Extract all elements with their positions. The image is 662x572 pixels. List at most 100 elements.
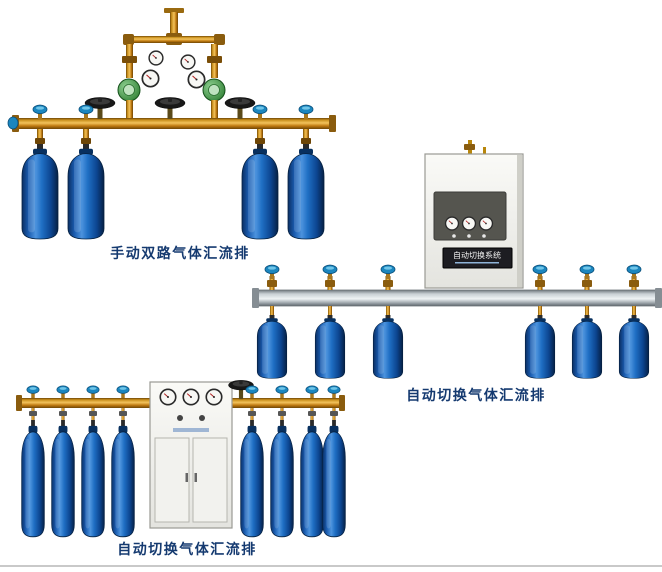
- cylinder-valve-cap: [78, 104, 94, 119]
- control-cabinet: 自动切换系统: [424, 153, 524, 289]
- gas-cylinder: [21, 144, 59, 240]
- cylinder-unit: [571, 264, 603, 379]
- gas-cylinder: [618, 315, 650, 379]
- cabinet-door-left: [154, 437, 190, 523]
- gas-cylinder: [524, 315, 556, 379]
- handwheel-valve: [154, 97, 186, 120]
- cylinder-valve-cap: [264, 264, 280, 279]
- cabinet-panel: [433, 191, 507, 241]
- gas-cylinder: [314, 315, 346, 379]
- cylinder-unit: [314, 264, 346, 379]
- gas-cylinder: [372, 315, 404, 379]
- cylinder-valve-cap: [32, 104, 48, 119]
- cylinder-valve-cap: [252, 104, 268, 119]
- caption-auto-switch-manifold: 自动切换气体汇流排: [406, 388, 546, 404]
- cylinder-unit: [372, 264, 404, 379]
- cylinder-unit: [618, 264, 650, 379]
- cylinder-valve-cap: [380, 264, 396, 279]
- cylinder-valve-cap: [322, 264, 338, 279]
- pressure-gauge: [478, 216, 494, 231]
- right-elbow: [214, 34, 225, 45]
- pressure-gauge: [205, 388, 223, 406]
- cabinet-door-right: [192, 437, 228, 523]
- cylinder-unit: [50, 385, 76, 538]
- cylinder-valve-cap: [26, 385, 40, 398]
- cylinder-unit: [241, 104, 279, 240]
- cylinder-unit: [239, 385, 265, 538]
- gas-cylinder: [110, 420, 136, 538]
- cylinder-valve-cap: [245, 385, 259, 398]
- outlet-flange: [164, 8, 184, 13]
- pipe-end-cap-right: [329, 115, 336, 132]
- pressure-regulator: [117, 78, 141, 102]
- caption-auto-switch-manifold-2: 自动切换气体汇流排: [117, 542, 257, 558]
- door-handle: [194, 473, 197, 482]
- cylinder-unit: [80, 385, 106, 538]
- cylinder-valve-cap: [305, 385, 319, 398]
- gas-cylinder: [239, 420, 265, 538]
- handwheel-valve: [224, 97, 256, 120]
- rail-end-cap-left: [252, 288, 259, 308]
- gas-cylinder: [299, 420, 325, 538]
- main-manifold-pipe: [16, 118, 332, 129]
- cabinet-sublabel-line: [455, 262, 499, 264]
- cabinet-top-valve: [464, 144, 475, 150]
- cylinder-valve-cap: [116, 385, 130, 398]
- cabinet-label-strip: [173, 428, 209, 432]
- gas-cylinder: [571, 315, 603, 379]
- gas-cylinder: [20, 420, 46, 538]
- cylinder-unit: [299, 385, 325, 538]
- manual-dual-manifold-illustration: [7, 8, 336, 240]
- left-feed-pipe: [126, 100, 133, 120]
- pipe-end-cap-left: [16, 395, 22, 411]
- pressure-gauge: [180, 54, 196, 70]
- cylinder-unit: [21, 104, 59, 240]
- page-bottom-rule: [0, 565, 662, 567]
- cylinder-unit: [269, 385, 295, 538]
- gas-cylinder: [269, 420, 295, 538]
- left-tee-fitting: [122, 56, 137, 63]
- end-valve-cap: [7, 116, 19, 130]
- auto-switch-manifold-bottom-illustration: [16, 379, 347, 538]
- cabinet-label: 自动切换系统: [453, 250, 501, 260]
- pressure-gauge: [187, 70, 206, 89]
- cylinder-valve-cap: [579, 264, 595, 279]
- cylinder-unit: [20, 385, 46, 538]
- pressure-gauge: [461, 216, 477, 231]
- gas-cylinder: [287, 144, 325, 240]
- rail-end-cap-right: [655, 288, 662, 308]
- control-knob: [177, 415, 183, 421]
- right-tee-fitting: [207, 56, 222, 63]
- pipe-end-cap-right: [339, 395, 345, 411]
- gas-cylinder: [256, 315, 288, 379]
- cylinder-valve-cap: [626, 264, 642, 279]
- cylinder-valve-cap: [298, 104, 314, 119]
- manifold-header-assembly: [122, 8, 225, 78]
- cylinder-valve-cap: [56, 385, 70, 398]
- pressure-gauge: [148, 50, 164, 66]
- gas-cylinder: [67, 144, 105, 240]
- caption-manual-dual-manifold: 手动双路气体汇流排: [110, 246, 250, 262]
- cylinder-valve-cap: [275, 385, 289, 398]
- pressure-gauge: [159, 388, 177, 406]
- outlet-pipe: [170, 12, 178, 35]
- gas-cylinder: [241, 144, 279, 240]
- gas-cylinder: [321, 420, 347, 538]
- rail-manifold: [253, 289, 661, 307]
- right-feed-pipe: [211, 100, 218, 120]
- pressure-regulator: [202, 78, 226, 102]
- pressure-gauge: [141, 69, 160, 88]
- cabinet-top-stub: [483, 147, 486, 156]
- pressure-gauge: [444, 216, 460, 231]
- indicator-light: [482, 234, 486, 238]
- door-handle: [185, 473, 188, 482]
- cylinder-unit: [256, 264, 288, 379]
- indicator-light: [467, 234, 471, 238]
- cylinder-unit: [524, 264, 556, 379]
- cylinder-valve-cap: [327, 385, 341, 398]
- left-elbow: [123, 34, 134, 45]
- indicator-light: [452, 234, 456, 238]
- control-cabinet: [149, 381, 233, 529]
